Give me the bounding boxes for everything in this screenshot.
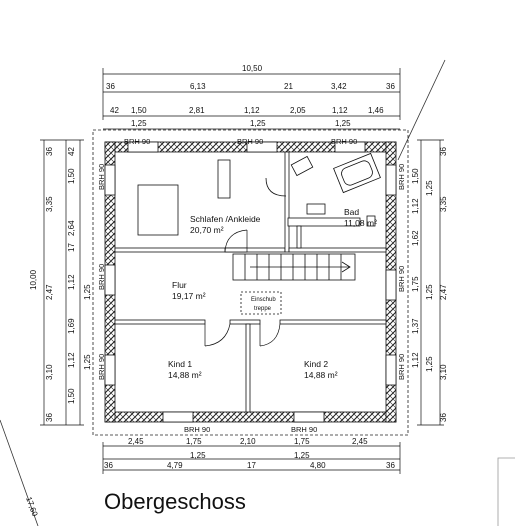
dim-top: 1,25	[250, 119, 266, 128]
brh-label: BRH 90	[97, 354, 106, 380]
brh-label: BRH 90	[331, 137, 357, 146]
brh-label: BRH 90	[397, 164, 406, 190]
dim-left: 2,64	[67, 220, 76, 236]
dim-top: 6,13	[190, 82, 206, 91]
dim-left: 1,69	[67, 318, 76, 334]
dim-top: 1,25	[131, 119, 147, 128]
brh-label: BRH 90	[237, 137, 263, 146]
dim-bottom: 36	[104, 461, 113, 470]
bathroom-fixtures	[265, 152, 381, 227]
room-area-kind2: 14,88 m²	[304, 370, 338, 380]
einschub-label: treppe	[254, 306, 272, 312]
dim-top: 1,46	[368, 106, 384, 115]
dim-bottom: 1,75	[294, 437, 310, 446]
dim-right: 36	[439, 413, 448, 422]
dim-top: 1,25	[335, 119, 351, 128]
staircase	[232, 253, 356, 315]
dim-left: 1,50	[67, 388, 76, 404]
interior-walls	[114, 151, 387, 413]
dim-bottom: 1,25	[294, 451, 310, 460]
dimension-lines	[40, 68, 444, 474]
dim-bottom: 4,80	[310, 461, 326, 470]
page-title: Obergeschoss	[104, 489, 246, 514]
einschub-label: Einschub	[251, 297, 276, 303]
dim-left: 3,35	[45, 196, 54, 212]
room-name-flur: Flur	[172, 280, 187, 290]
room-area-bad: 11,08 m²	[344, 218, 377, 228]
dim-top-total: 10,50	[242, 64, 263, 73]
dim-bottom: 2,10	[240, 437, 256, 446]
dim-left: 1,25	[83, 354, 92, 370]
room-name-bad: Bad	[344, 207, 359, 217]
dim-right: 1,12	[411, 352, 420, 368]
dim-right: 1,12	[411, 198, 420, 214]
dim-right: 2,47	[439, 284, 448, 300]
brh-label: BRH 90	[397, 266, 406, 292]
dim-right: 1,75	[411, 276, 420, 292]
brh-label: BRH 90	[184, 425, 210, 434]
dim-top: 21	[284, 82, 293, 91]
dim-left-total: 10,00	[29, 269, 38, 290]
dim-right: 1,25	[425, 284, 434, 300]
dim-top: 1,50	[131, 106, 147, 115]
dim-top: 1,12	[244, 106, 260, 115]
room-area-flur: 19,17 m²	[172, 291, 206, 301]
dim-top: 1,12	[332, 106, 348, 115]
room-area-schlafen: 20,70 m²	[190, 225, 224, 235]
dim-left: 17	[67, 243, 76, 252]
page-edge-mark	[497, 457, 515, 526]
dim-left: 36	[45, 413, 54, 422]
dim-left: 2,47	[45, 284, 54, 300]
dim-right: 3,10	[439, 364, 448, 380]
dim-top: 2,05	[290, 106, 306, 115]
dim-bottom: 36	[386, 461, 395, 470]
furniture	[137, 184, 179, 236]
dim-top: 36	[386, 82, 395, 91]
brh-label: BRH 90	[97, 164, 106, 190]
room-name-kind2: Kind 2	[304, 359, 328, 369]
dim-left: 1,12	[67, 274, 76, 290]
dim-bottom: 2,45	[352, 437, 368, 446]
windows	[104, 141, 397, 423]
dim-right: 1,62	[411, 230, 420, 246]
brh-label: BRH 90	[291, 425, 317, 434]
dim-right: 1,37	[411, 318, 420, 334]
dim-left: 1,12	[67, 352, 76, 368]
dim-right: 1,25	[425, 356, 434, 372]
dim-right: 3,35	[439, 196, 448, 212]
site-boundary-line	[397, 59, 446, 161]
dim-top: 3,42	[331, 82, 347, 91]
dim-top: 42	[110, 106, 119, 115]
dim-left: 1,25	[83, 284, 92, 300]
dim-right: 1,25	[425, 180, 434, 196]
brh-label: BRH 90	[124, 137, 150, 146]
brh-label: BRH 90	[97, 264, 106, 290]
dim-top: 2,81	[189, 106, 205, 115]
dim-bottom: 1,25	[190, 451, 206, 460]
dim-right: 36	[439, 147, 448, 156]
dim-bottom: 4,79	[167, 461, 183, 470]
dim-right: 1,50	[411, 168, 420, 184]
room-area-kind1: 14,88 m²	[168, 370, 202, 380]
dim-top: 36	[106, 82, 115, 91]
room-name-schlafen: Schlafen /Ankleide	[190, 214, 261, 224]
dim-left: 1,50	[67, 168, 76, 184]
room-name-kind1: Kind 1	[168, 359, 192, 369]
dim-left: 36	[45, 147, 54, 156]
roof-outline	[92, 129, 409, 436]
dim-left: 3,10	[45, 364, 54, 380]
brh-label: BRH 90	[397, 354, 406, 380]
exterior-walls	[104, 141, 397, 423]
dim-bottom: 17	[247, 461, 256, 470]
dim-bottom: 1,75	[186, 437, 202, 446]
site-dimension-label: 17,60	[24, 496, 39, 518]
door-swings	[204, 229, 281, 347]
dim-left: 42	[67, 147, 76, 156]
dim-bottom: 2,45	[128, 437, 144, 446]
site-boundary-line	[0, 419, 39, 526]
